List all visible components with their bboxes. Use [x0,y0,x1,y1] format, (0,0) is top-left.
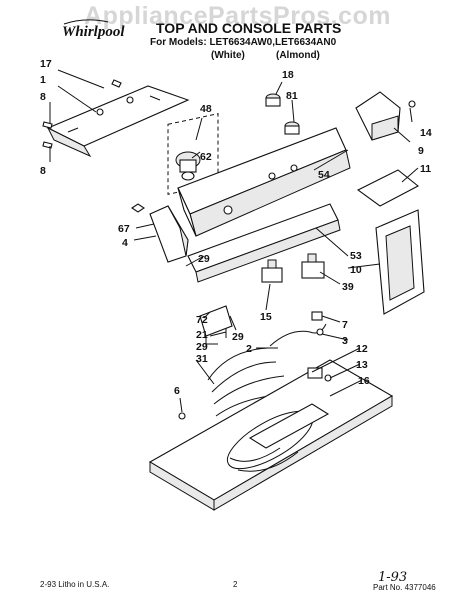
part-wire-harness-2 [269,323,327,347]
callout-81: 81 [286,90,298,102]
callout-6: 6 [174,385,180,397]
models-line: For Models: LET6634AW0,LET6634AN0 [150,37,337,48]
part-gasket-11 [356,169,419,207]
callout-53: 53 [350,250,362,262]
callout-16: 16 [358,375,370,387]
part-knob-81 [284,121,300,135]
callout-2: 2 [246,343,252,355]
leader-lines [49,69,419,413]
callout-17: 17 [40,58,52,70]
footer-page-number: 2 [233,580,238,589]
part-timer-62 [175,151,201,181]
footer-part-number: Part No. 4377046 [373,583,436,592]
watermark: AppliancePartsPros.com [84,2,391,30]
callout-11: 11 [420,163,431,175]
callout-7: 7 [342,319,348,331]
part-console-54 [177,127,351,237]
callout-48: 48 [200,103,212,115]
part-knob-18 [265,93,281,107]
callout-21: 21 [196,329,208,341]
callout-18: 18 [282,69,294,81]
callout-9: 9 [418,145,424,157]
part-console-bracket-53 [187,203,341,283]
part-wires-31 [207,347,291,429]
footer-litho: 2-93 Litho in U.S.A. [40,580,110,589]
part-top-16 [148,359,394,511]
callout-13: 13 [356,359,368,371]
callout-12: 12 [356,343,368,355]
callout-67: 67 [118,223,130,235]
whirlpool-logo: Whirlpool [62,24,125,40]
part-end-cap-4 [149,205,189,263]
callout-3: 3 [342,335,348,347]
callout-72: 72 [196,314,208,326]
callout-29a: 29 [198,253,210,265]
callout-31: 31 [196,353,208,365]
callout-39: 39 [342,281,354,293]
part-fastener-6 [178,412,186,420]
callout-15: 15 [260,311,272,323]
part-switch-15 [261,259,283,283]
logo-swoosh [63,19,109,25]
color-almond-label: (Almond) [276,50,320,61]
diagram-title: TOP AND CONSOLE PARTS [156,20,342,36]
callout-8a: 8 [40,91,46,103]
handwritten-note: 1-93 [378,570,408,585]
part-right-end-cap-9 [355,91,401,141]
part-screw-14 [408,100,416,108]
callout-labels: 17 1 8 8 48 62 18 81 54 14 9 11 67 4 53 … [40,58,432,397]
part-lid-10 [375,209,425,315]
callout-54: 54 [318,169,330,181]
color-white-label: (White) [211,50,245,61]
part-clip-67 [131,203,145,213]
part-fastener-3 [316,328,324,336]
callout-10: 10 [350,264,362,276]
part-connector-7 [311,311,323,321]
callout-14: 14 [420,127,432,139]
callout-4: 4 [122,237,128,249]
part-rear-bracket [46,85,190,158]
part-switch-39 [301,253,325,279]
callout-29b: 29 [196,341,208,353]
callout-29c: 29 [232,331,244,343]
dashed-assembly-box [167,113,219,195]
callout-8b: 8 [40,165,46,177]
part-clip-12 [307,367,323,379]
callout-62: 62 [200,151,212,163]
callout-1: 1 [40,74,46,86]
